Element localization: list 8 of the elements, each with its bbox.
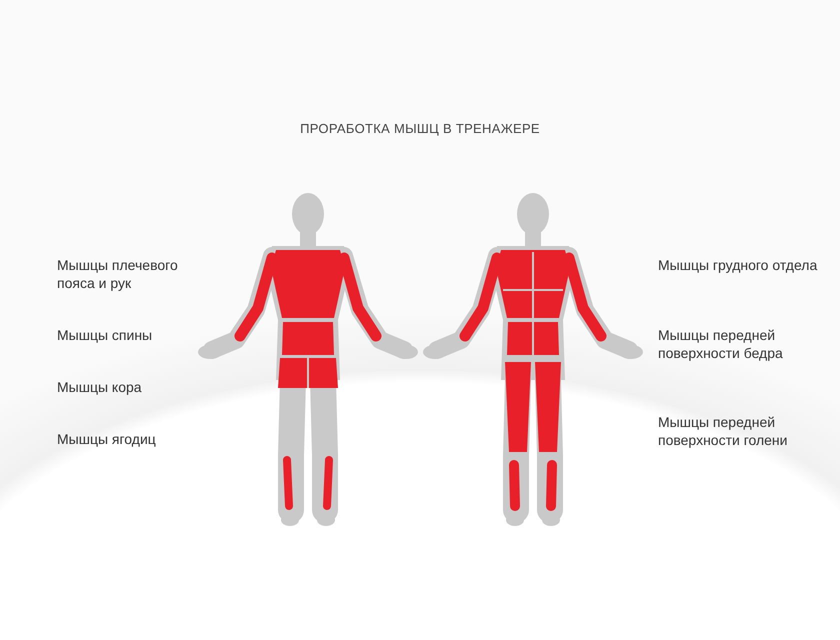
title: ПРОРАБОТКА МЫШЦ В ТРЕНАЖЕРЕ: [299, 121, 541, 136]
muscle-group-label: Мышцы грудного отдела: [658, 256, 818, 274]
muscle-group-label: Мышцы плечевого пояса и рук: [57, 256, 179, 292]
muscle-group-label: Мышцы передней поверхности бедра: [658, 326, 784, 362]
muscle-group-label: Мышцы передней поверхности голени: [658, 413, 788, 449]
muscle-group-label: Мышцы ягодиц: [57, 430, 157, 448]
muscle-group-label: Мышцы спины: [57, 326, 154, 344]
muscle-group-label: Мышцы кора: [57, 378, 143, 396]
